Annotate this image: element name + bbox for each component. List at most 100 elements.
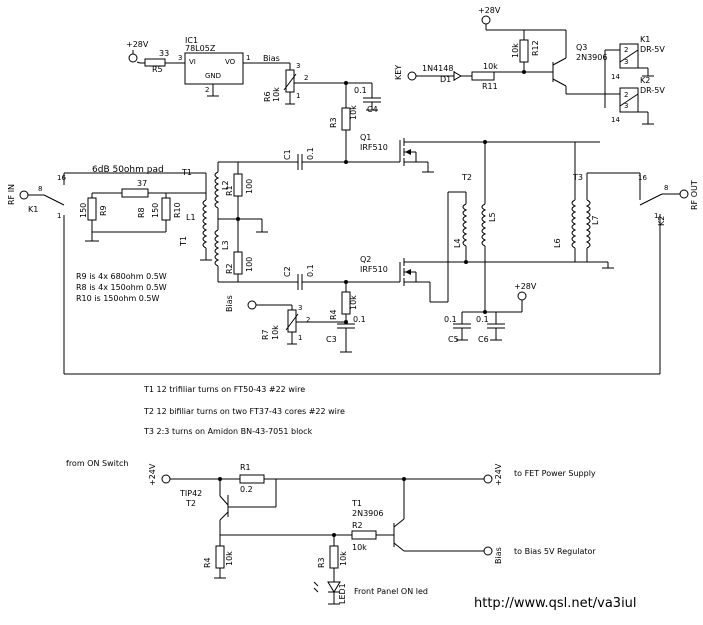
ic1-part: 78L05Z [185,44,216,53]
r1b-ref: R1 [240,463,251,472]
l3-coil [214,229,220,267]
r7-potentiometer [287,309,297,333]
v24-output-terminal [483,474,493,484]
r1-resistor [233,173,243,197]
r8b-value: 150 [151,203,160,218]
c2-value: 0.1 [306,264,315,277]
r11-value: 10k [483,62,498,71]
pad-title: 6dB 50ohm pad [92,165,164,175]
l4-coil [462,203,468,247]
rf-out-terminal [679,189,689,199]
r8-value: 37 [137,179,147,188]
t1-ref-side: T1 [179,236,188,247]
relay-pin2a: 2 [624,46,628,54]
r6-value: 10k [272,87,281,102]
l7-coil [585,199,591,249]
k1-relay-part: DR-5V [640,45,665,54]
r6-pin2: 2 [304,74,308,82]
k2-pin16: 16 [638,174,647,182]
l2-ref: L2 [221,180,230,190]
r4-value: 10k [349,295,358,310]
r9-value: 150 [79,203,88,218]
r3-ref: R3 [329,117,338,128]
r10-resistor [161,197,171,221]
c4-value: 0.1 [354,86,367,95]
input-section: RF IN 8 16 1 K1 6dB 50ohm pad 37 150 R9 … [7,165,661,375]
t1-ref-top: T1 [181,168,192,177]
r6-pin1: 1 [296,92,300,100]
ic1-pin3: 3 [178,54,182,62]
r3b-ref: R3 [317,557,326,568]
to-fet-supply-label: to FET Power Supply [514,469,596,478]
q3-part: 2N3906 [576,53,607,62]
v28-label-mid: +28V [514,282,537,291]
r7-pin3: 3 [298,304,302,312]
q1-ref: Q1 [360,133,371,142]
r1b-value: 0.2 [240,485,253,494]
r7-value: 10k [271,325,280,340]
key-input-terminal [407,71,417,81]
r4b-value: 10k [225,551,234,566]
l7-ref: L7 [591,215,600,225]
r8-resistor [121,188,149,198]
relay-pin3b: 3 [624,102,628,110]
c4-ref: C4 [367,105,378,114]
r8-ref: R8 [137,207,146,218]
note-t2: T2 12 bifiliar turns on two FT37-43 core… [143,407,345,416]
input-transformer-section: L2 L3 R1 100 R2 100 C1 0.1 C2 0.1 [214,147,400,290]
t2-ref: T2 [461,173,472,182]
v24-output-label: +24V [494,463,503,486]
c1-value: 0.1 [306,147,315,160]
d1-part: 1N4148 [422,64,453,73]
r1-ref: R1 [225,185,234,196]
mosfet-section: Q1 IRF510 Q2 IRF510 [360,133,600,302]
bias-top-label: Bias [263,54,280,63]
k1-pin1: 1 [57,212,61,220]
rf-in-terminal [19,190,29,200]
ic1-pin2: 2 [205,86,209,94]
r4b-ref: R4 [203,557,212,568]
r2b-ref: R2 [352,521,363,530]
r3b-value: 10k [339,551,348,566]
v28-terminal-right [481,15,491,25]
v24-input-terminal [161,474,171,484]
l6-ref: L6 [553,238,562,248]
r7-pin1: 1 [298,334,302,342]
ic1-gnd: GND [205,72,221,80]
relay-pin3a: 3 [624,58,628,66]
r1b-resistor [239,474,265,484]
l5-coil [481,203,487,247]
r12-resistor [519,39,529,63]
l4-ref: L4 [453,238,462,248]
ic1-vo: VO [225,58,236,66]
c6-ref: C6 [478,335,489,344]
t1b-ref: T1 [351,499,362,508]
to-bias-reg-label: to Bias 5V Regulator [514,547,596,556]
note-t1: T1 12 trifiliar turns on FT50-43 #22 wir… [143,385,305,394]
relay-pin14b: 14 [611,116,620,124]
r11-ref: R11 [482,82,498,91]
k2-pin8: 8 [664,184,668,192]
output-transformer-section: T2 L4 L5 L6 T3 L7 16 8 1 K2 [430,140,699,344]
led-ref: LED1 [338,583,347,604]
k1-switch-arm [43,194,65,206]
k2-relay-coil [619,87,639,113]
l3-ref: L3 [221,240,230,250]
l6-coil [571,199,577,249]
c5-ref: C5 [448,335,459,344]
from-on-switch-label: from ON Switch [66,459,128,468]
c3-value: 0.1 [353,315,366,324]
rf-in-label: RF IN [7,184,16,205]
r4-ref: R4 [329,309,338,320]
k2-relay-part: DR-5V [640,86,665,95]
keying-section: +28V 10k R12 KEY 1N4148 D1 10k R11 Q3 2N… [394,6,665,125]
note-r9: R9 is 4x 680ohm 0.5W [76,272,167,281]
r5-ref: R5 [152,65,163,74]
lower-bias-section: Bias R7 10k 3 2 1 R4 10k 0.1 C3 [225,282,366,353]
r2b-resistor [351,530,377,540]
r2-value: 100 [245,257,254,272]
k2-switch-arm [639,193,663,206]
k1-relay-coil [619,43,639,69]
tip42-part: TIP42 [179,489,202,498]
key-label: KEY [394,65,403,80]
